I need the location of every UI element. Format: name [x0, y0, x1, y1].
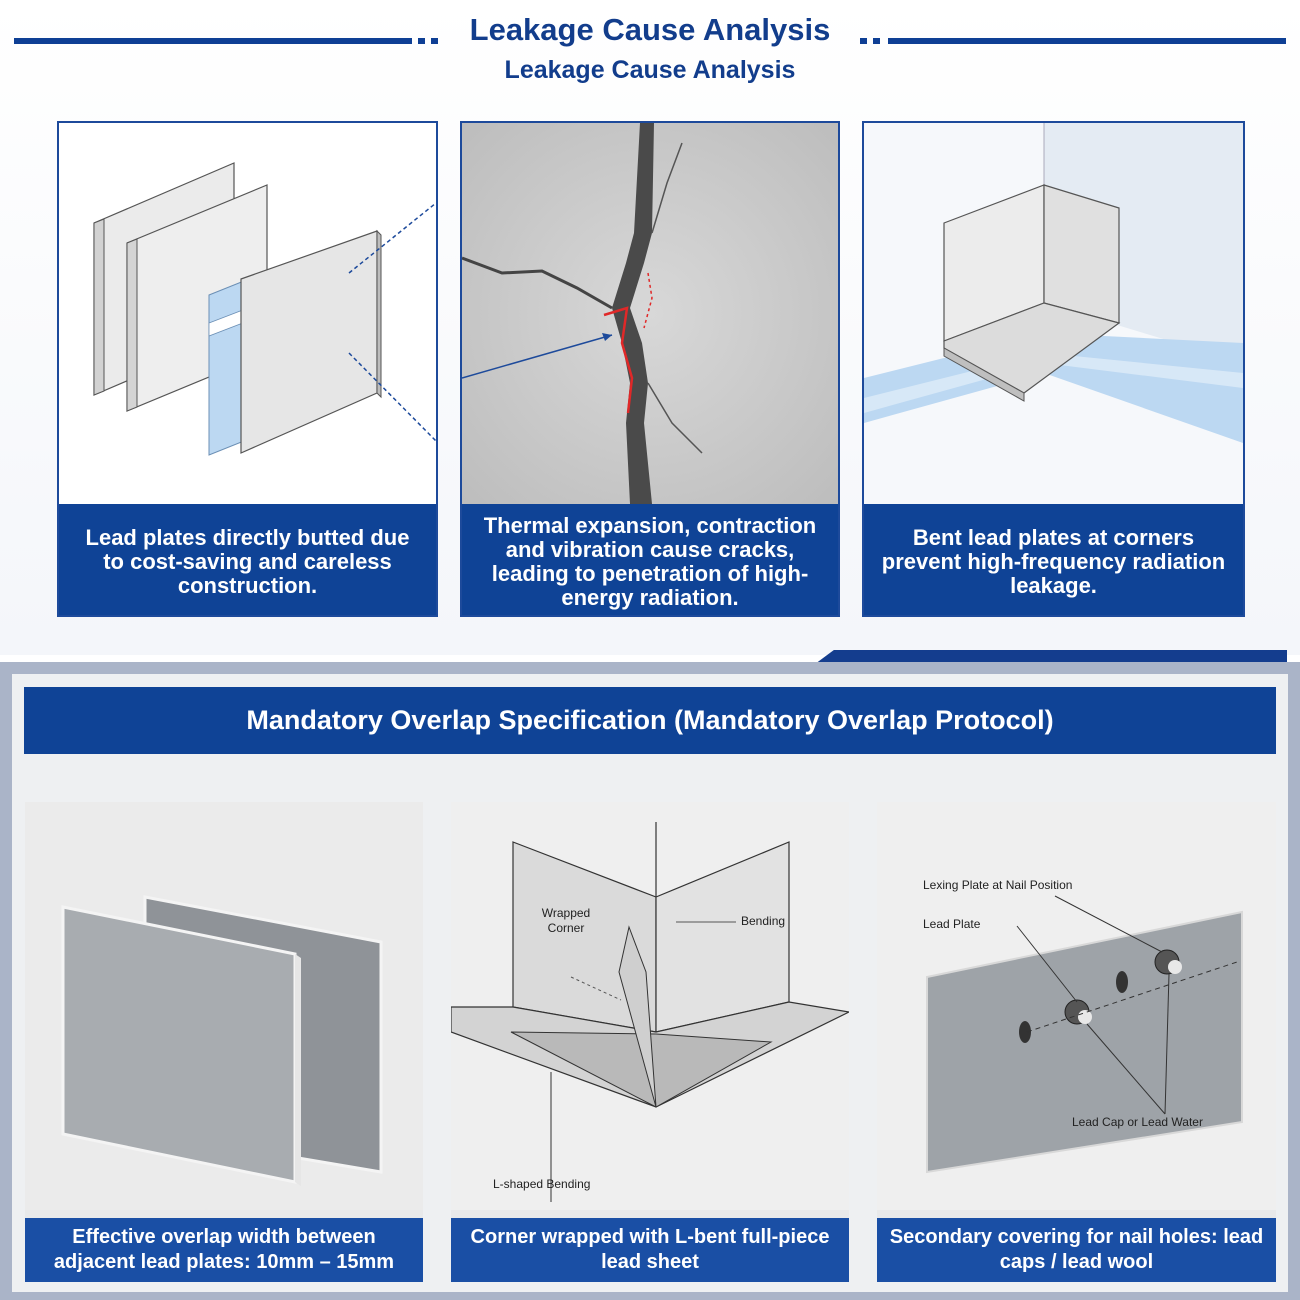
wrapped-corner-illustration [451, 802, 849, 1210]
cause-card-crack: Thermal expansion, contraction and vibra… [460, 121, 840, 617]
protocol-panel-nails: Lexing Plate at Nail Position Lead Plate… [877, 802, 1276, 1282]
lexing-plate-label: Lexing Plate at Nail Position [923, 878, 1073, 892]
header-rule-left [14, 38, 412, 44]
section-tab-accent [815, 650, 1287, 664]
overlap-plates-illustration [25, 802, 423, 1210]
protocol-caption-overlap: Effective overlap width between adjacent… [25, 1218, 423, 1282]
page-title: Leakage Cause Analysis [469, 12, 831, 47]
wrapped-corner-label: Wrapped Corner [541, 906, 591, 935]
butted-plates-illustration [59, 123, 436, 504]
protocol-caption-corner: Corner wrapped with L-bent full-piece le… [451, 1218, 849, 1282]
cause-card-corner: Bent lead plates at corners prevent high… [862, 121, 1245, 617]
protocol-panel-overlap: Effective overlap width between adjacent… [25, 802, 423, 1282]
concrete-crack-illustration [462, 123, 838, 504]
overlap-protocol-section: Mandatory Overlap Specification (Mandato… [0, 662, 1300, 1300]
protocol-banner: Mandatory Overlap Specification (Mandato… [24, 687, 1276, 754]
l-shaped-bending-label: L-shaped Bending [493, 1177, 591, 1191]
cause-caption-corner: Bent lead plates at corners prevent high… [864, 504, 1243, 615]
nail-holes-illustration [877, 802, 1276, 1210]
cause-caption-butted: Lead plates directly butted due to cost-… [59, 504, 436, 615]
bending-label: Bending [741, 914, 786, 928]
lead-plate-label: Lead Plate [923, 917, 981, 931]
protocol-panel-corner: Wrapped Corner Bending L-shaped Bending … [451, 802, 849, 1282]
protocol-caption-nails: Secondary covering for nail holes: lead … [877, 1218, 1276, 1282]
protocol-frame: Mandatory Overlap Specification (Mandato… [12, 674, 1288, 1292]
header-dots-right [860, 38, 880, 44]
corner-bend-illustration [864, 123, 1243, 504]
leakage-cause-section: Leakage Cause Analysis Leakage Cause Ana… [0, 0, 1300, 664]
cause-card-butted-plates: Lead plates directly butted due to cost-… [57, 121, 438, 617]
lead-cap-label: Lead Cap or Lead Water [1072, 1115, 1203, 1129]
cause-caption-crack: Thermal expansion, contraction and vibra… [462, 504, 838, 615]
page-subtitle: Leakage Cause Analysis [504, 56, 796, 84]
header-rule-right [888, 38, 1286, 44]
header-dots-left [418, 38, 438, 44]
